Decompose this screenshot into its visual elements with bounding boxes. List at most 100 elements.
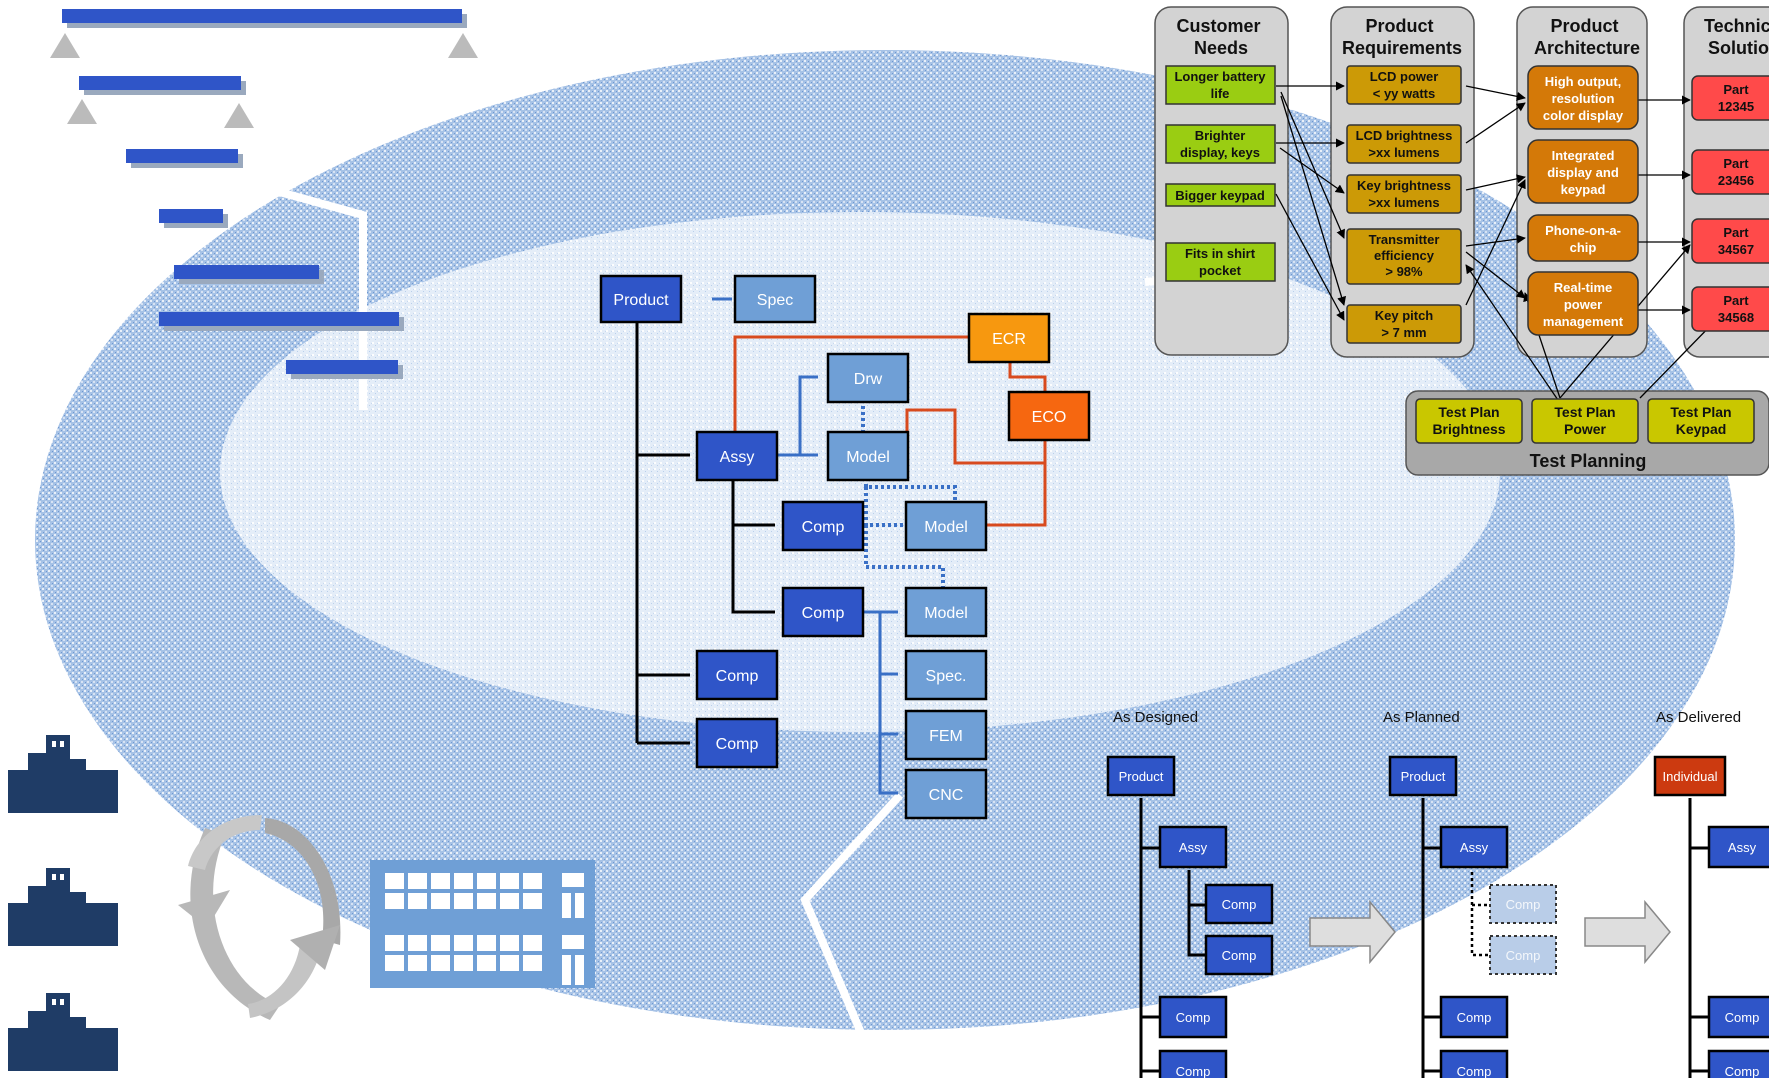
requirement-box[interactable]: LCD brightness>xx lumens xyxy=(1346,124,1462,164)
svg-text:Comp: Comp xyxy=(1725,1010,1760,1025)
model-node[interactable]: Model xyxy=(904,586,988,638)
product-structure-connectors xyxy=(635,297,1047,795)
architecture-box[interactable]: Phone-on-a-chip xyxy=(1527,214,1639,262)
svg-text:Product Requirements: Product Requirements xyxy=(1342,16,1462,58)
svg-text:Comp: Comp xyxy=(802,519,845,536)
planned-assy-node[interactable]: Assy xyxy=(1439,825,1509,869)
comp-node[interactable]: Comp xyxy=(695,717,779,769)
as-delivered-title: As Delivered xyxy=(1656,709,1741,726)
svg-text:Assy: Assy xyxy=(1460,840,1489,855)
delivered-individual-node[interactable]: Individual xyxy=(1653,755,1727,797)
svg-text:Comp: Comp xyxy=(1506,948,1541,963)
assy-node[interactable]: Assy xyxy=(695,430,779,482)
lifecycle-views: As Designed As Planned As Delivered xyxy=(1106,709,1769,1078)
city-icon xyxy=(8,993,118,1071)
svg-text:Comp: Comp xyxy=(1725,1064,1760,1078)
model-node[interactable]: Model xyxy=(904,500,988,552)
spec-doc-node[interactable]: Spec. xyxy=(904,649,988,701)
svg-text:ECO: ECO xyxy=(1032,409,1067,426)
requirement-box[interactable]: Key pitch> 7 mm xyxy=(1346,304,1462,344)
flow-arrows xyxy=(1275,81,1719,404)
svg-text:Model: Model xyxy=(924,519,968,536)
svg-text:Comp: Comp xyxy=(1457,1010,1492,1025)
need-box[interactable]: Bigger keypad xyxy=(1165,183,1276,207)
svg-text:Model: Model xyxy=(846,449,890,466)
svg-text:Technical Solution: Technical Solution xyxy=(1704,16,1769,58)
spec-node[interactable]: Spec xyxy=(733,274,817,324)
transition-arrow xyxy=(1309,899,1396,965)
svg-text:Comp: Comp xyxy=(716,736,759,753)
designed-comp-node[interactable]: Comp xyxy=(1204,934,1274,976)
planned-comp-node[interactable]: Comp xyxy=(1439,1049,1509,1078)
svg-text:Product Architecture: Product Architecture xyxy=(1534,16,1640,58)
requirement-box[interactable]: Key brightness>xx lumens xyxy=(1346,174,1462,214)
svg-text:Product: Product xyxy=(1401,769,1446,784)
designed-comp-node[interactable]: Comp xyxy=(1204,883,1274,925)
planned-comp-node-removed[interactable]: Comp xyxy=(1489,935,1557,975)
ecr-node[interactable]: ECR xyxy=(967,312,1051,364)
connector-line-timeline xyxy=(263,184,367,410)
svg-text:Individual: Individual xyxy=(1663,769,1718,784)
svg-text:Spec.: Spec. xyxy=(926,668,967,685)
planned-product-node[interactable]: Product xyxy=(1388,755,1458,797)
delivered-comp-node[interactable]: Comp xyxy=(1707,995,1769,1039)
designed-assy-node[interactable]: Assy xyxy=(1158,825,1228,869)
delivered-comp-node[interactable]: Comp xyxy=(1707,1049,1769,1078)
planned-comp-node[interactable]: Comp xyxy=(1439,995,1509,1039)
svg-text:CNC: CNC xyxy=(929,787,964,804)
eco-node[interactable]: ECO xyxy=(1007,390,1091,442)
cnc-node[interactable]: CNC xyxy=(904,768,988,820)
svg-text:Comp: Comp xyxy=(1176,1064,1211,1078)
fem-node[interactable]: FEM xyxy=(904,709,988,761)
svg-text:Comp: Comp xyxy=(1222,948,1257,963)
comp-node[interactable]: Comp xyxy=(781,586,865,638)
product-node[interactable]: Product xyxy=(599,274,683,324)
city-icon xyxy=(8,868,118,946)
svg-text:Spec: Spec xyxy=(757,292,793,309)
requirements-flow: Customer Needs Product Requirements Prod… xyxy=(1154,6,1769,476)
planned-comp-node-removed[interactable]: Comp xyxy=(1489,884,1557,924)
designed-comp-node[interactable]: Comp xyxy=(1158,995,1228,1039)
svg-text:Comp: Comp xyxy=(1222,897,1257,912)
requirement-box[interactable]: LCD power< yy watts xyxy=(1346,65,1462,105)
model-node[interactable]: Model xyxy=(826,430,910,482)
delivered-assy-node[interactable]: Assy xyxy=(1707,825,1769,869)
comp-node[interactable]: Comp xyxy=(695,649,779,701)
drw-node[interactable]: Drw xyxy=(826,352,910,404)
comp-node[interactable]: Comp xyxy=(781,500,865,552)
transition-arrow xyxy=(1584,899,1671,965)
svg-text:LCD brightness>xx lumens: LCD brightness>xx lumens xyxy=(1356,128,1453,160)
svg-text:Key brightness>xx lumens: Key brightness>xx lumens xyxy=(1357,178,1451,210)
designed-comp-node[interactable]: Comp xyxy=(1158,1049,1228,1078)
svg-text:Comp: Comp xyxy=(716,668,759,685)
designed-product-node[interactable]: Product xyxy=(1106,755,1176,797)
cycle-arrows-icon xyxy=(178,815,341,1020)
svg-text:FEM: FEM xyxy=(929,728,963,745)
